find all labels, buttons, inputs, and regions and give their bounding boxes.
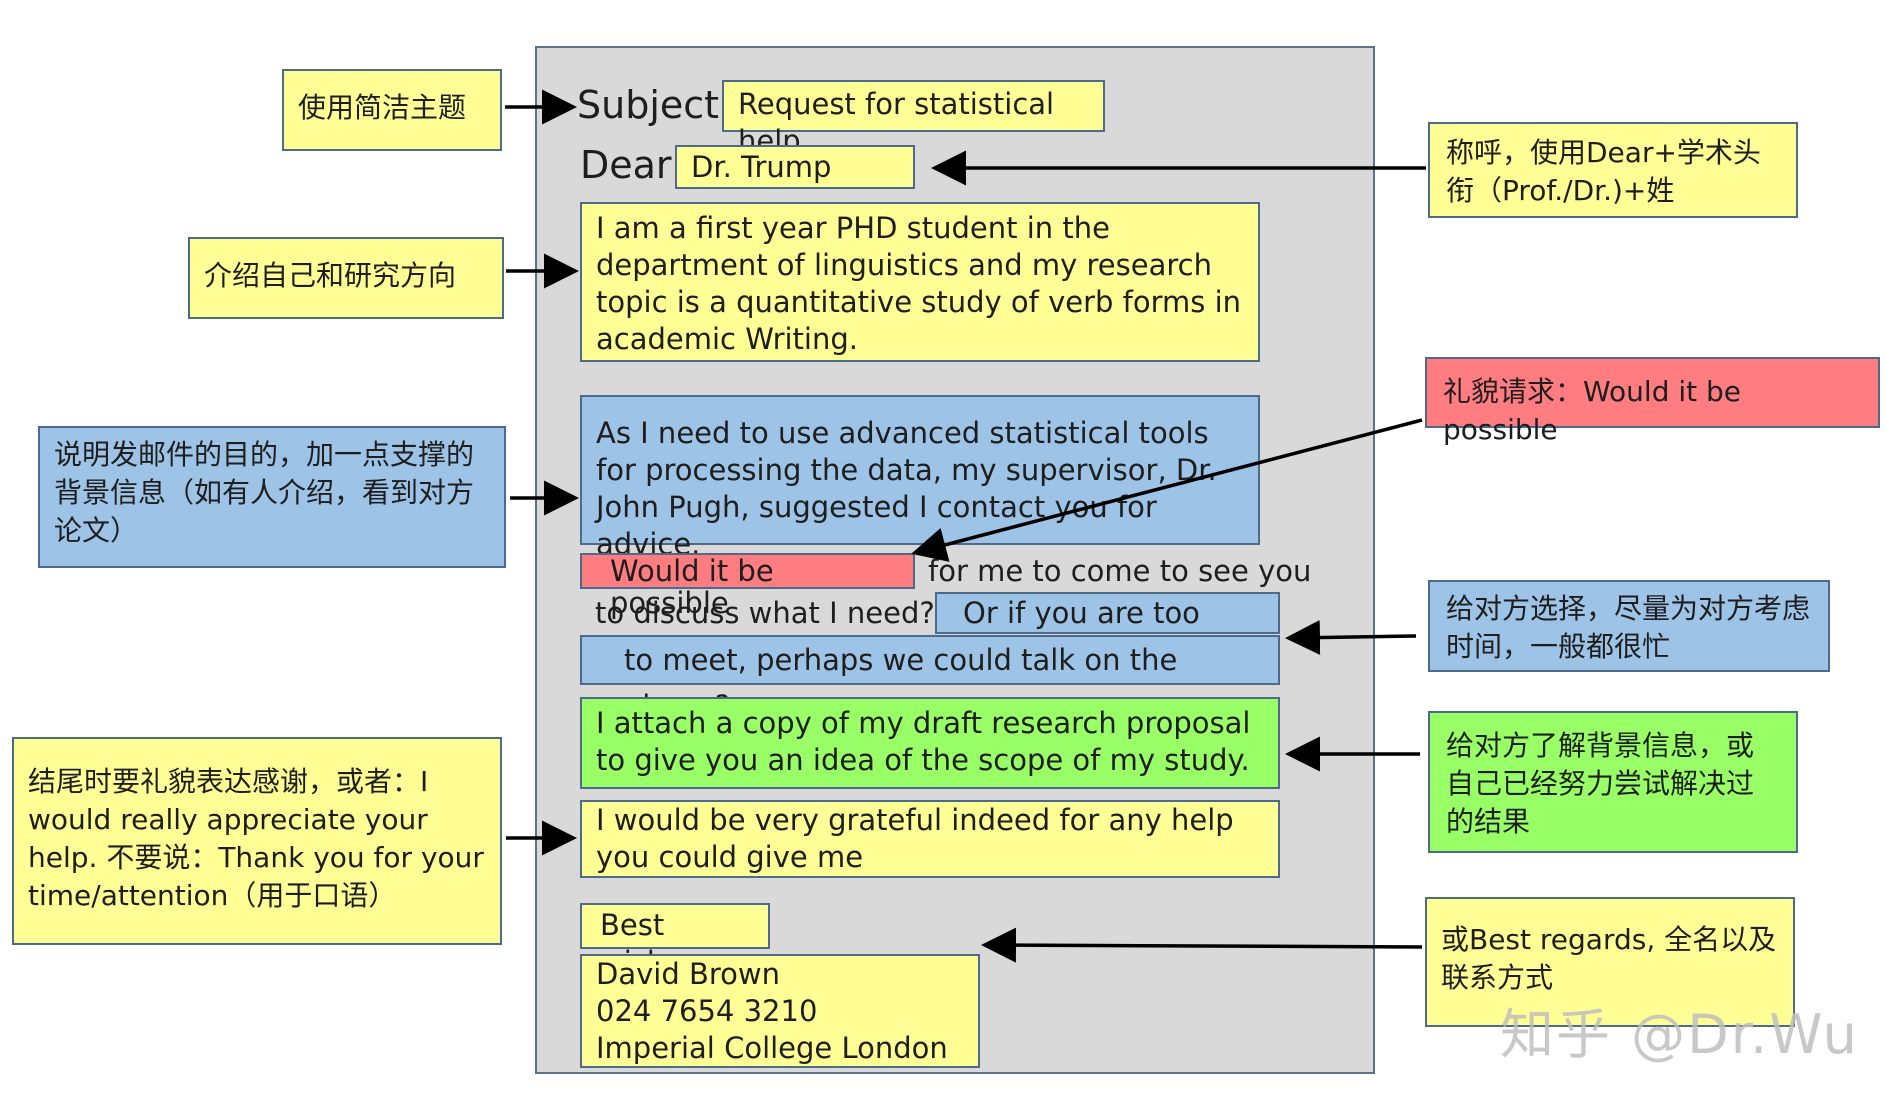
watermark: 知乎 @Dr.Wu (1500, 1003, 1859, 1066)
arrow-polite (911, 418, 1423, 562)
note-salutation: 称呼，使用Dear+学术头衔（Prof./Dr.)+姓 (1428, 122, 1798, 218)
note-options: 给对方选择，尽量为对方考虑时间，一般都很忙 (1428, 580, 1830, 672)
attachment-paragraph: I attach a copy of my draft research pro… (580, 697, 1280, 789)
thanks-paragraph: I would be very grateful indeed for any … (580, 800, 1280, 878)
salutation-name-box: Dr. Trump (675, 145, 915, 189)
note-polite-request: 礼貌请求：Would it be possible (1425, 357, 1880, 446)
option-box-a: Or if you are too busy (935, 592, 1280, 668)
salutation-label: Dear (580, 143, 672, 187)
signature-affiliation: Imperial College London (596, 1031, 948, 1065)
purpose-paragraph: As I need to use advanced statistical to… (580, 395, 1260, 561)
polite-request-highlight: Would it be possible (580, 553, 915, 619)
signature-box: David Brown 024 7654 3210 Imperial Colle… (580, 954, 980, 1068)
note-subject: 使用简洁主题 (282, 69, 502, 151)
note-signature: 或Best regards, 全名以及联系方式 (1425, 897, 1795, 1027)
note-thanks: 结尾时要礼貌表达感谢，或者：I would really appreciate … (12, 737, 502, 945)
arrow-options (1285, 620, 1417, 656)
signature-phone: 024 7654 3210 (596, 994, 818, 1028)
note-purpose: 说明发邮件的目的，加一点支撑的背景信息（如有人介绍，看到对方论文） (38, 426, 506, 568)
note-intro: 介绍自己和研究方向 (188, 237, 504, 319)
note-attachment: 给对方了解背景信息，或自己已经努力尝试解决过的结果 (1428, 711, 1798, 853)
option-box-b: to meet, perhaps we could talk on the ph… (580, 635, 1280, 723)
arrow-signature (981, 927, 1423, 963)
closing-box: Best wishes (580, 903, 770, 979)
intro-paragraph: I am a first year PHD student in the dep… (580, 202, 1260, 362)
subject-label: Subject: (577, 83, 732, 127)
request-text-line2: to discuss what I need? (595, 596, 935, 630)
request-text: for me to come to see you (928, 554, 1312, 588)
signature-name: David Brown (596, 957, 780, 991)
